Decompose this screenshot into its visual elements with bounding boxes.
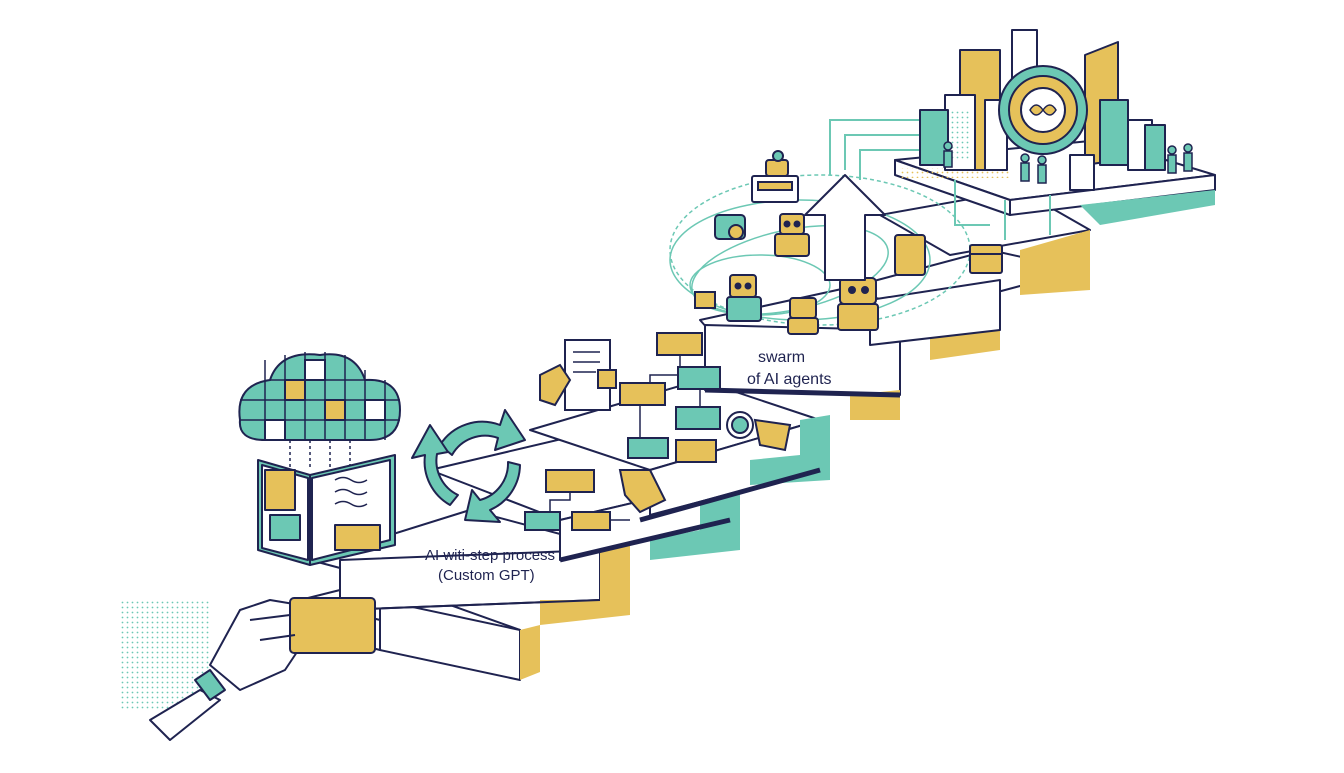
open-book-icon: [257, 454, 396, 566]
robot-icon: [787, 297, 819, 335]
step-label-line-2: (Custom GPT): [438, 567, 535, 584]
flowchart-icon: [524, 332, 721, 531]
robot-icon: [894, 234, 926, 276]
swarm-label-line-2: of AI agents: [747, 371, 832, 388]
robot-icon: [694, 274, 762, 322]
city-icon: [919, 29, 1166, 191]
robot-icon: [837, 277, 879, 331]
cycle-arrows-icon: [411, 409, 526, 523]
stair-step-2: [309, 509, 630, 625]
calendar-icon: [969, 244, 1003, 274]
document-icon: [539, 339, 617, 411]
people-icon: [943, 141, 1193, 184]
robot-icon: [774, 213, 810, 257]
robot-arm-icon: [618, 469, 667, 514]
up-arrow-icon: [804, 174, 886, 281]
data-lines: [289, 440, 351, 470]
gear-brain-icon: [998, 65, 1088, 155]
magnifier-icon: [726, 411, 792, 452]
staircase: [299, 139, 1216, 681]
cloud-icon: [238, 352, 402, 441]
robot-hand-icon: [120, 597, 376, 741]
step-label-line-1: AI witi-step process: [425, 547, 555, 564]
swarm-label-line-1: swarm: [758, 349, 805, 366]
step-label-swarm: swarm of AI agents: [747, 349, 832, 388]
printer-robot-icon: [751, 150, 799, 203]
robot-icon: [714, 214, 746, 240]
step-label-custom-gpt: AI witi-step process (Custom GPT): [425, 547, 555, 584]
